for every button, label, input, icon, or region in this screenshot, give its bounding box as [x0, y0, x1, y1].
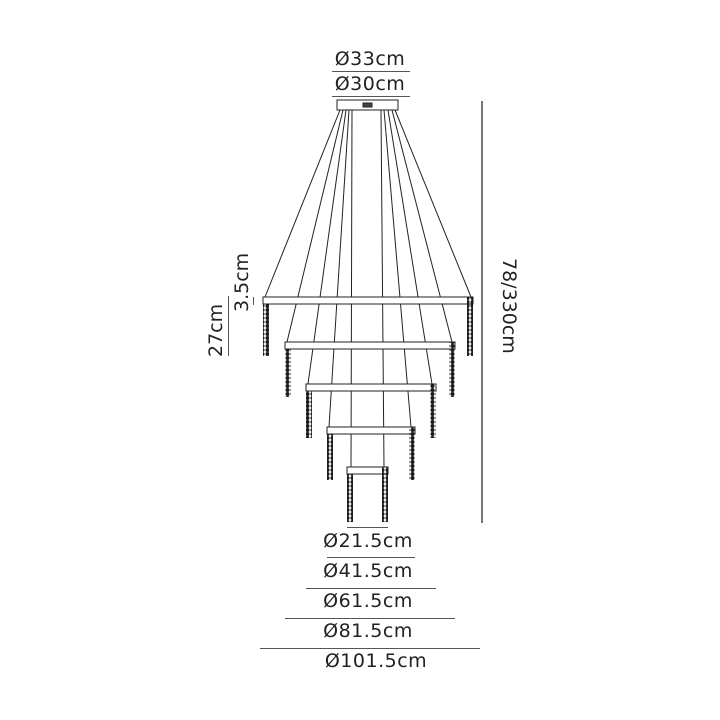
ring-1: [262, 296, 474, 305]
ring-spacing-label: 27cm: [205, 303, 227, 357]
ring-3: [305, 383, 437, 392]
ring-2-dimension-line: [285, 618, 455, 619]
ring-1-dimension-line: [260, 648, 480, 649]
ring-3-diameter-label: Ø61.5cm: [323, 590, 413, 612]
height-dimension-line: [481, 101, 483, 523]
canopy-connector: [362, 102, 373, 108]
ring-5-diameter-label: Ø21.5cm: [323, 530, 413, 552]
canopy-outer-diameter-label: Ø33cm: [334, 48, 406, 70]
ring-5-dimension-line: [347, 527, 388, 528]
canopy-inner-dimension-line: [332, 96, 410, 97]
overall-height-label: 78/330cm: [498, 258, 520, 354]
ring-thickness-label: 3.5cm: [231, 252, 253, 312]
ring-spacing-dimension-line: [228, 296, 229, 356]
ring-3-dimension-line: [306, 588, 436, 589]
canopy-inner-diameter-label: Ø30cm: [334, 73, 406, 95]
ring-4: [326, 426, 416, 435]
ring-4-dimension-line: [327, 557, 415, 558]
ring-thickness-dimension-line: [253, 297, 254, 305]
ring-1-diameter-label: Ø101.5cm: [324, 650, 428, 672]
ring-5: [346, 466, 389, 475]
ring-4-diameter-label: Ø41.5cm: [323, 560, 413, 582]
canopy-outer-dimension-line: [332, 71, 410, 72]
ring-2: [284, 341, 456, 350]
ring-2-diameter-label: Ø81.5cm: [323, 620, 413, 642]
